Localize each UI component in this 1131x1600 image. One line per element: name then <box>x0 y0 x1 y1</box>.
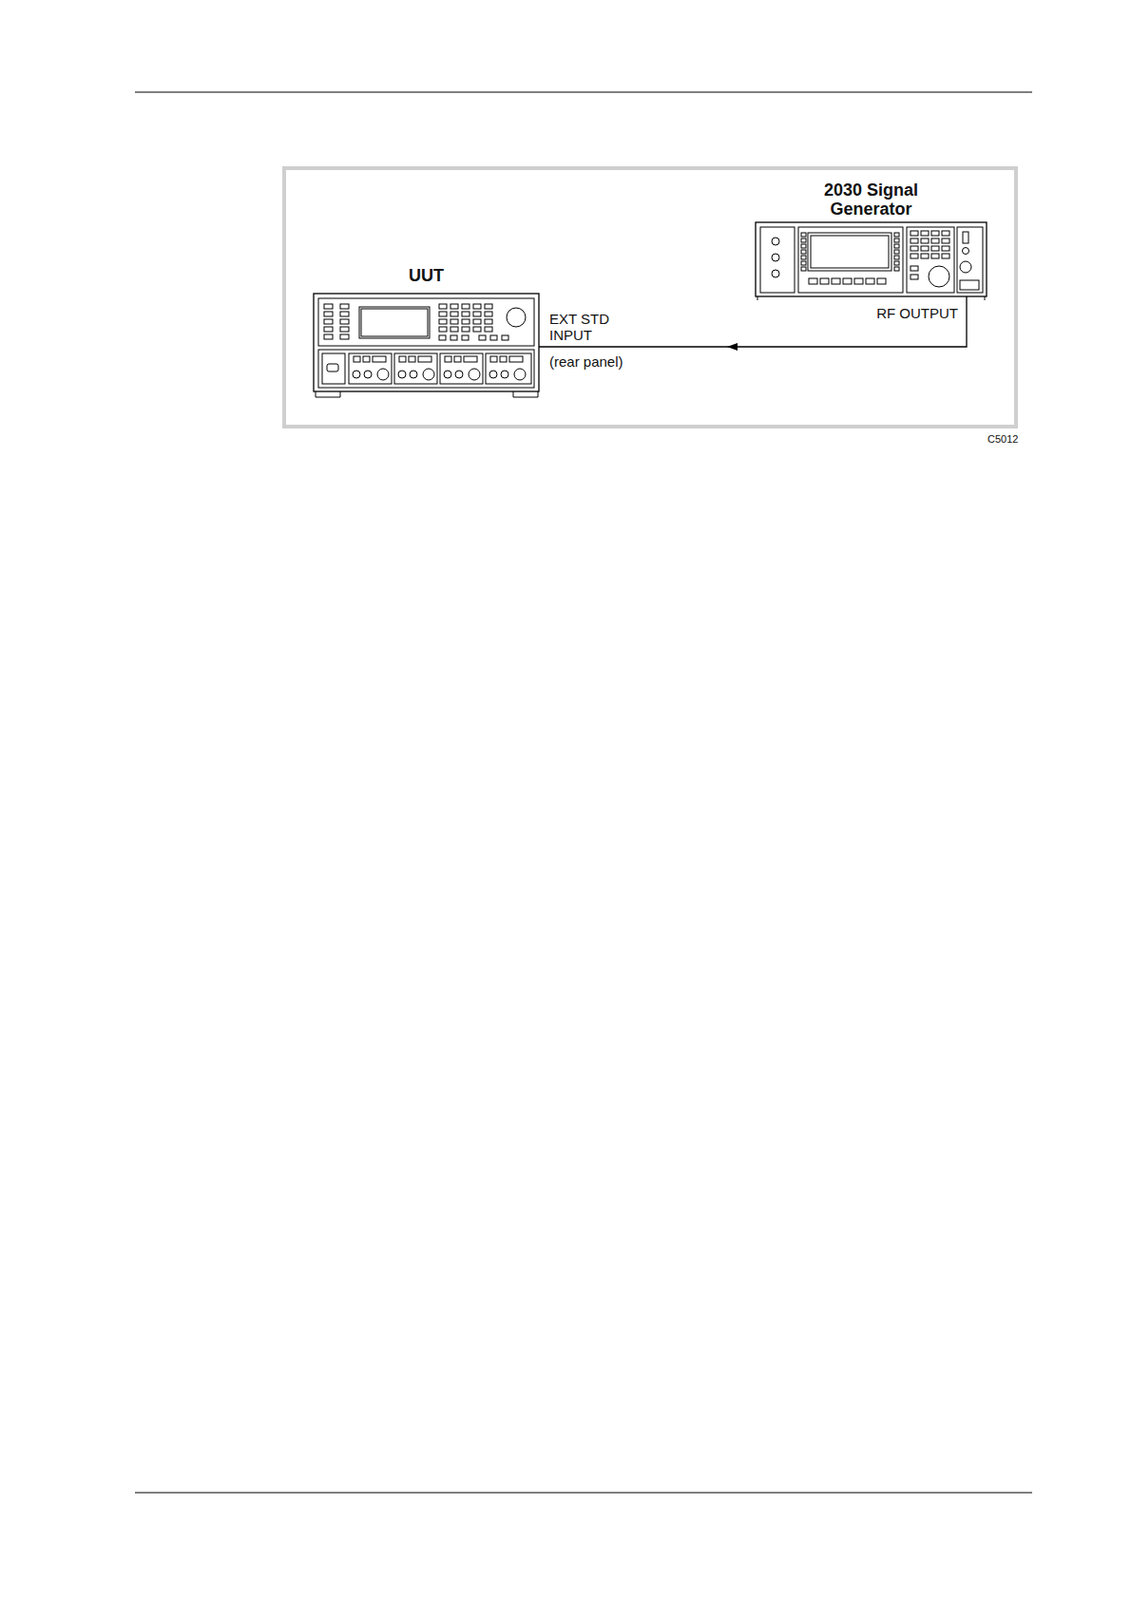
instrument-title: UUT <box>313 266 539 286</box>
connector-name: RF OUTPUT <box>874 305 960 322</box>
note: (rear panel) <box>549 353 624 370</box>
instrument-title: 2030 Signal Generator <box>800 180 943 219</box>
coax-cable <box>538 296 967 351</box>
unit-under-test: UUT <box>313 266 539 392</box>
connector-name: EXT STD INPUT <box>549 310 635 344</box>
signal-generator: 2030 Signal Generator <box>755 180 987 297</box>
figure-code: C5012 <box>987 433 1018 446</box>
